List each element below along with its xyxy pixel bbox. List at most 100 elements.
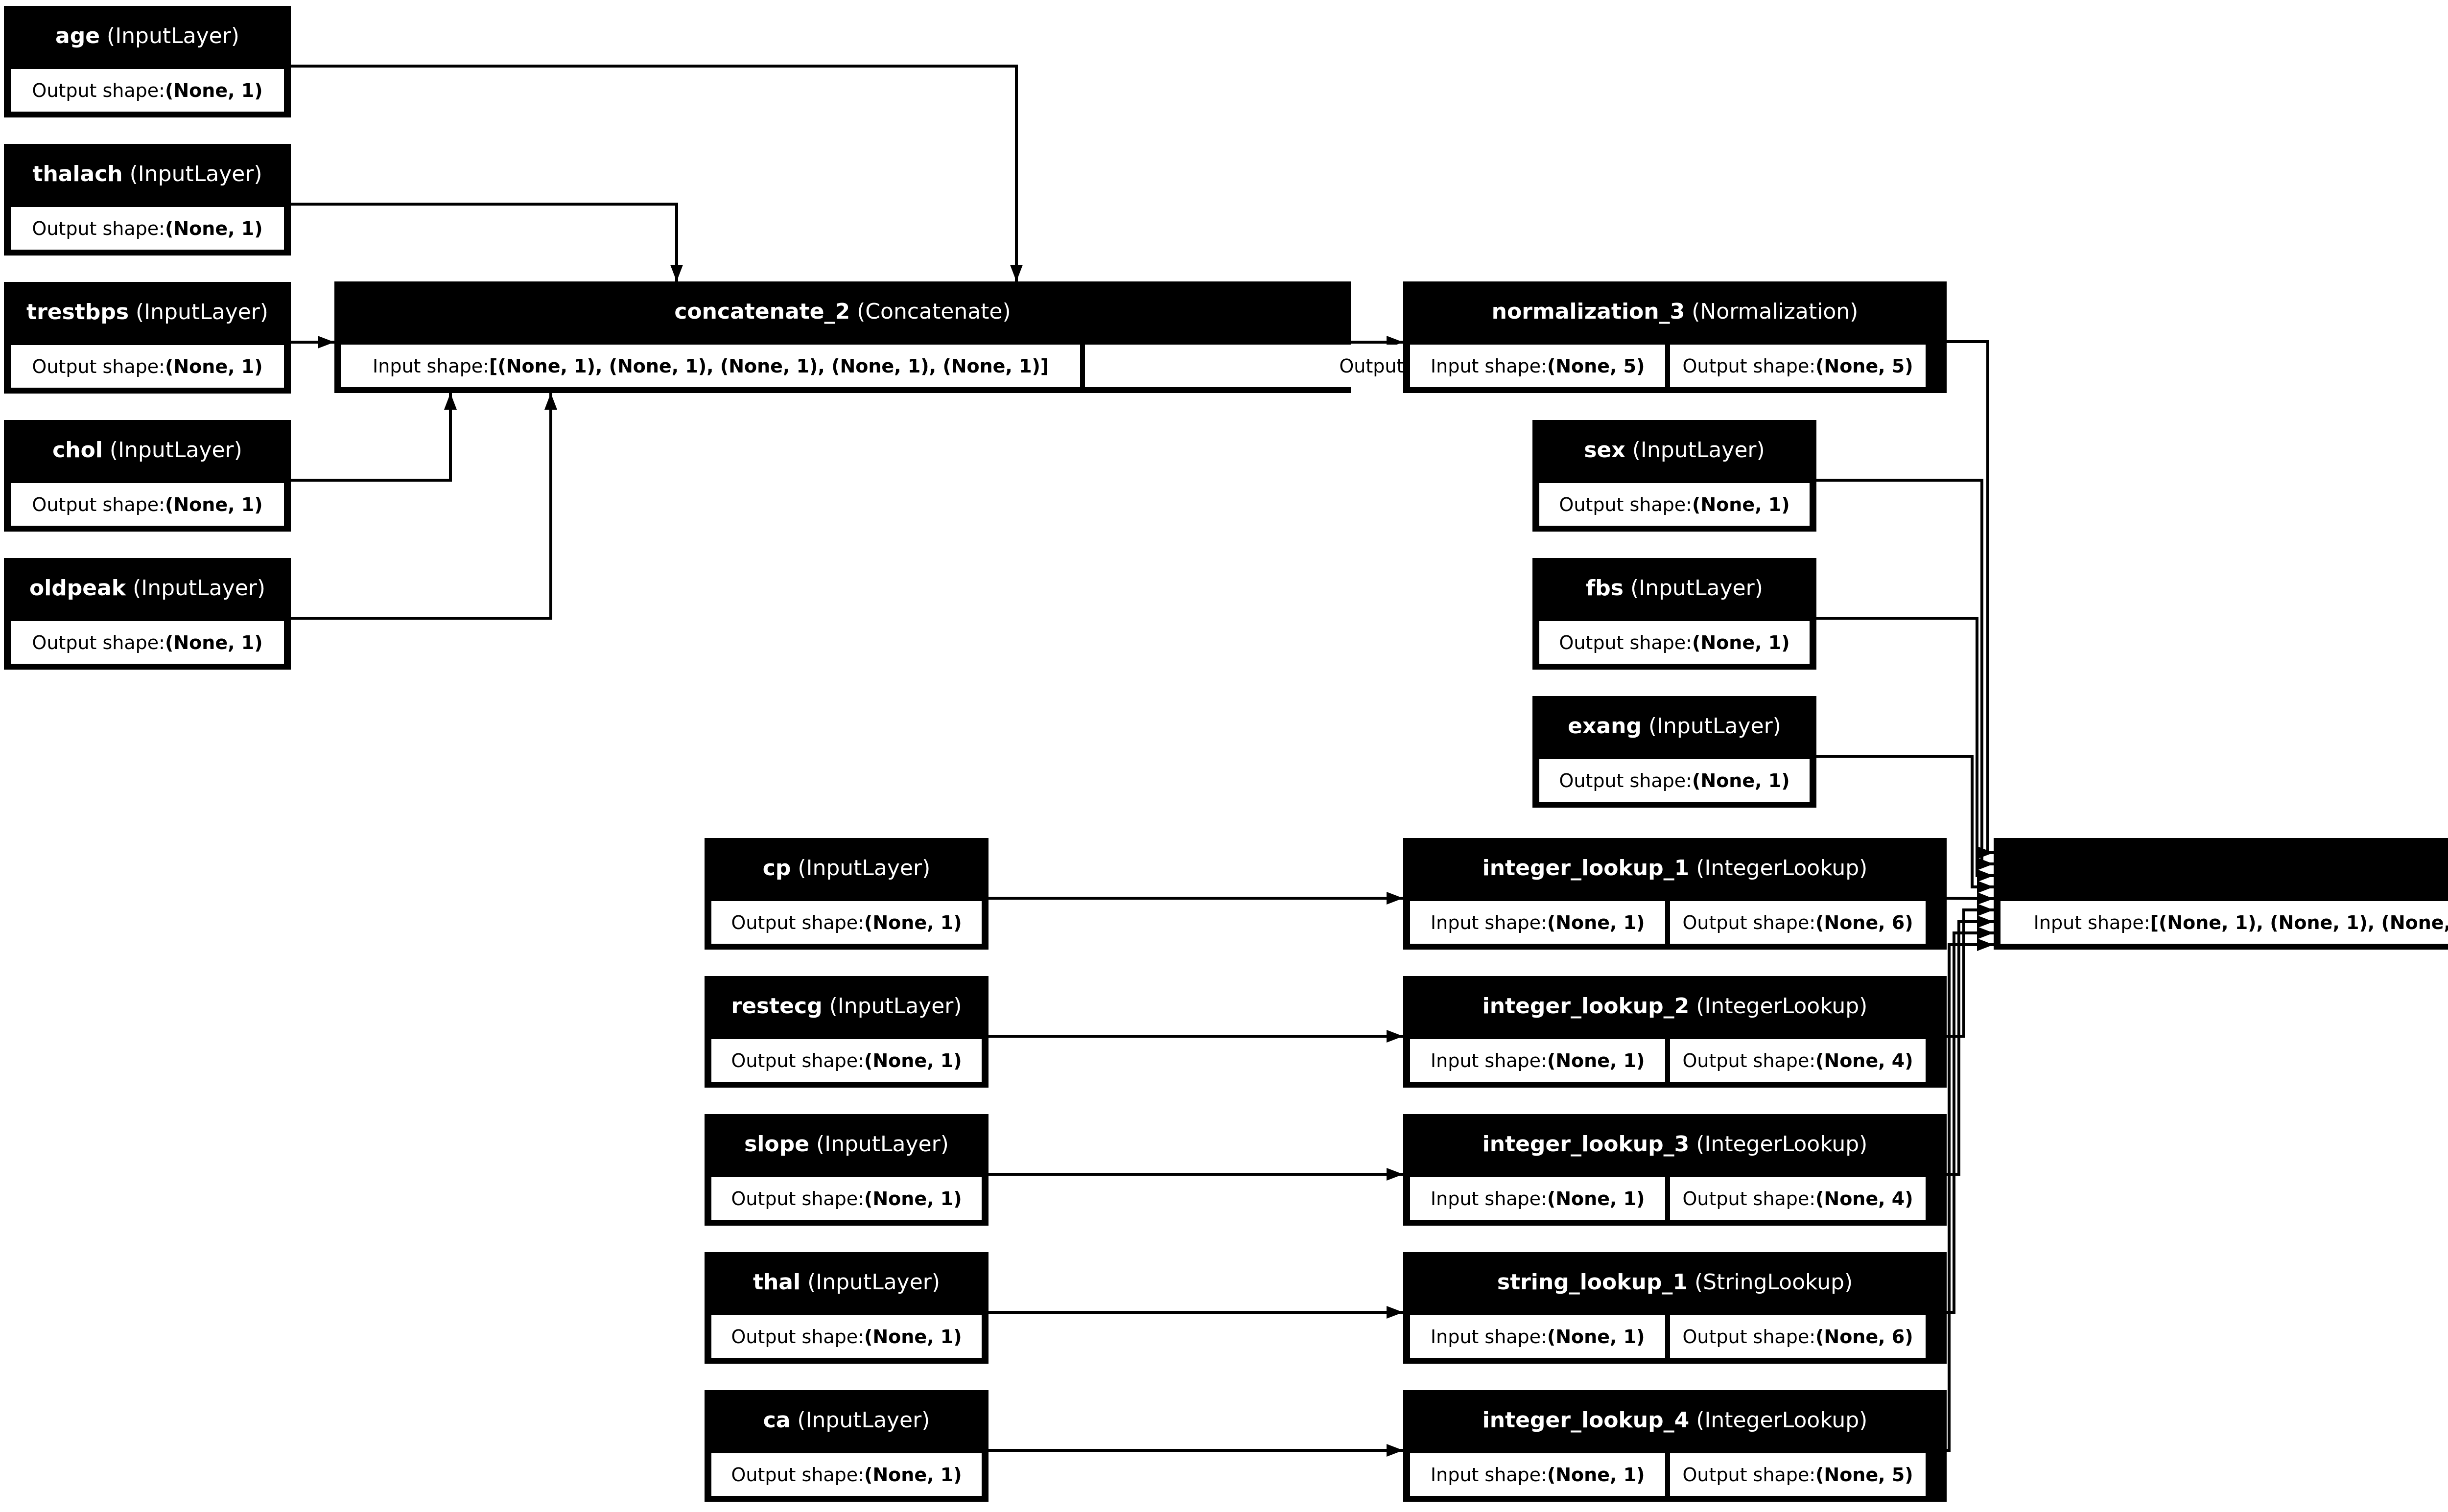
output-shape-cell: Output shape: (None, 4) (1670, 1039, 1926, 1082)
input-shape-cell: Input shape: (None, 1) (1410, 1315, 1666, 1358)
layer-body: Output shape: (None, 1) (711, 1177, 982, 1220)
edge-oldpeak-to-concatenate_2 (291, 393, 557, 620)
node-fbs: fbs (InputLayer) Output shape: (None, 1) (1532, 558, 1816, 670)
layer-header: concatenate_3 (Concatenate) (1994, 838, 2448, 898)
shape-label: Output shape: (32, 79, 165, 101)
input-shape-cell: Input shape: (None, 1) (1410, 1453, 1666, 1496)
layer-name: exang (1568, 714, 1642, 739)
node-thalach: thalach (InputLayer) Output shape: (None… (4, 144, 291, 256)
layer-header: slope (InputLayer) (705, 1114, 989, 1174)
shape-label: Output shape: (1682, 1187, 1816, 1210)
shape-value: (None, 6) (1815, 911, 1913, 933)
layer-header: normalization_3 (Normalization) (1403, 281, 1947, 342)
layer-name: oldpeak (29, 576, 126, 601)
shape-label: Input shape: (1430, 1464, 1547, 1486)
layer-body: Input shape: (None, 1) Output shape: (No… (1410, 1315, 1940, 1358)
layer-body: Output shape: (None, 1) (711, 1315, 982, 1358)
layer-header: ca (InputLayer) (705, 1390, 989, 1450)
arrowhead-icon (1387, 892, 1403, 905)
output-shape-cell: Output shape: (None, 1) (11, 483, 284, 526)
layer-name: integer_lookup_1 (1482, 856, 1690, 881)
arrowhead-icon (1010, 265, 1023, 281)
layer-body: Output shape: (None, 1) (711, 1453, 982, 1496)
layer-type: (InputLayer) (109, 438, 242, 463)
output-shape-cell: Output shape: (None, 1) (711, 1453, 982, 1496)
layer-header: oldpeak (InputLayer) (4, 558, 291, 618)
layer-name: chol (52, 438, 103, 463)
edge-chol-to-concatenate_2 (291, 393, 457, 482)
layer-body: Input shape: (None, 1) Output shape: (No… (1410, 1453, 1940, 1496)
shape-label: Input shape: (1430, 1187, 1547, 1210)
output-shape-cell: Output shape: (None, 1) (711, 1177, 982, 1220)
layer-name: thalach (32, 162, 123, 186)
edge-ca-to-integer_lookup_4 (989, 1444, 1403, 1457)
arrowhead-icon (1977, 938, 1994, 951)
shape-value: (None, 1) (1692, 631, 1790, 653)
layer-name: fbs (1586, 576, 1624, 601)
output-shape-cell: Output shape: (None, 1) (11, 207, 284, 250)
shape-label: Output shape: (731, 1187, 864, 1210)
layer-body: Input shape: [(None, 1), (None, 1), (Non… (2001, 901, 2448, 944)
shape-value: [(None, 1), (None, 1), (None, 1), (None,… (489, 355, 1049, 377)
node-integer_lookup_4: integer_lookup_4 (IntegerLookup) Input s… (1403, 1390, 1947, 1502)
layer-header: fbs (InputLayer) (1532, 558, 1816, 618)
layer-body: Input shape: (None, 1) Output shape: (No… (1410, 1039, 1940, 1082)
arrowhead-icon (1387, 1030, 1403, 1043)
output-shape-cell: Output shape: (None, 1) (1539, 621, 1810, 664)
shape-label: Output shape: (1559, 769, 1692, 791)
layer-header: sex (InputLayer) (1532, 420, 1816, 480)
shape-label: Output shape: (1682, 911, 1816, 933)
shape-value: (None, 1) (1547, 1326, 1645, 1348)
layer-header: thal (InputLayer) (705, 1252, 989, 1312)
layer-type: (InputLayer) (133, 576, 266, 601)
shape-value: (None, 5) (1815, 1464, 1913, 1486)
shape-label: Input shape: (2033, 911, 2150, 933)
arrowhead-icon (1977, 892, 1994, 905)
shape-value: [(None, 1), (None, 1), (None, 1), (None,… (2150, 911, 2448, 933)
layer-type: (InputLayer) (816, 1132, 949, 1157)
edge-sex-to-concatenate_3 (1816, 479, 1994, 870)
layer-body: Input shape: [(None, 1), (None, 1), (Non… (341, 345, 1824, 387)
layer-header: concatenate_2 (Concatenate) (334, 281, 1351, 342)
arrowhead-icon (1977, 927, 1994, 939)
arrowhead-icon (1977, 881, 1994, 893)
shape-value: (None, 5) (1547, 355, 1645, 377)
output-shape-cell: Output shape: (None, 4) (1670, 1177, 1926, 1220)
layer-name: trestbps (26, 300, 129, 325)
layer-body: Output shape: (None, 1) (11, 621, 284, 664)
shape-value: (None, 1) (165, 631, 263, 653)
arrowhead-icon (670, 265, 683, 281)
shape-label: Input shape: (1430, 1049, 1547, 1071)
layer-header: exang (InputLayer) (1532, 696, 1816, 756)
input-shape-cell: Input shape: (None, 5) (1410, 345, 1666, 387)
layer-body: Output shape: (None, 1) (1539, 483, 1810, 526)
layer-header: chol (InputLayer) (4, 420, 291, 480)
layer-name: normalization_3 (1491, 299, 1685, 324)
layer-type: (InputLayer) (797, 1408, 930, 1433)
shape-label: Output shape: (1682, 1049, 1816, 1071)
node-thal: thal (InputLayer) Output shape: (None, 1… (705, 1252, 989, 1364)
shape-label: Output shape: (731, 1464, 864, 1486)
shape-label: Output shape: (1559, 631, 1692, 653)
edge-restecg-to-integer_lookup_2 (989, 1030, 1403, 1043)
layer-name: restecg (731, 994, 823, 1019)
layer-body: Input shape: (None, 1) Output shape: (No… (1410, 1177, 1940, 1220)
layer-body: Input shape: (None, 5) Output shape: (No… (1410, 345, 1940, 387)
arrowhead-icon (1387, 1168, 1403, 1181)
node-normalization_3: normalization_3 (Normalization) Input sh… (1403, 281, 1947, 393)
layer-type: (InputLayer) (1630, 576, 1763, 601)
layer-body: Output shape: (None, 1) (1539, 621, 1810, 664)
arrowhead-icon (1977, 869, 1994, 882)
layer-header: thalach (InputLayer) (4, 144, 291, 204)
node-trestbps: trestbps (InputLayer) Output shape: (Non… (4, 282, 291, 394)
arrowhead-icon (1387, 1306, 1403, 1319)
shape-label: Input shape: (373, 355, 489, 377)
layer-name: integer_lookup_4 (1482, 1408, 1690, 1433)
layer-type: (InputLayer) (107, 23, 239, 48)
arrowhead-icon (1977, 904, 1994, 916)
node-ca: ca (InputLayer) Output shape: (None, 1) (705, 1390, 989, 1502)
layer-header: integer_lookup_4 (IntegerLookup) (1403, 1390, 1947, 1450)
shape-label: Input shape: (1430, 911, 1547, 933)
